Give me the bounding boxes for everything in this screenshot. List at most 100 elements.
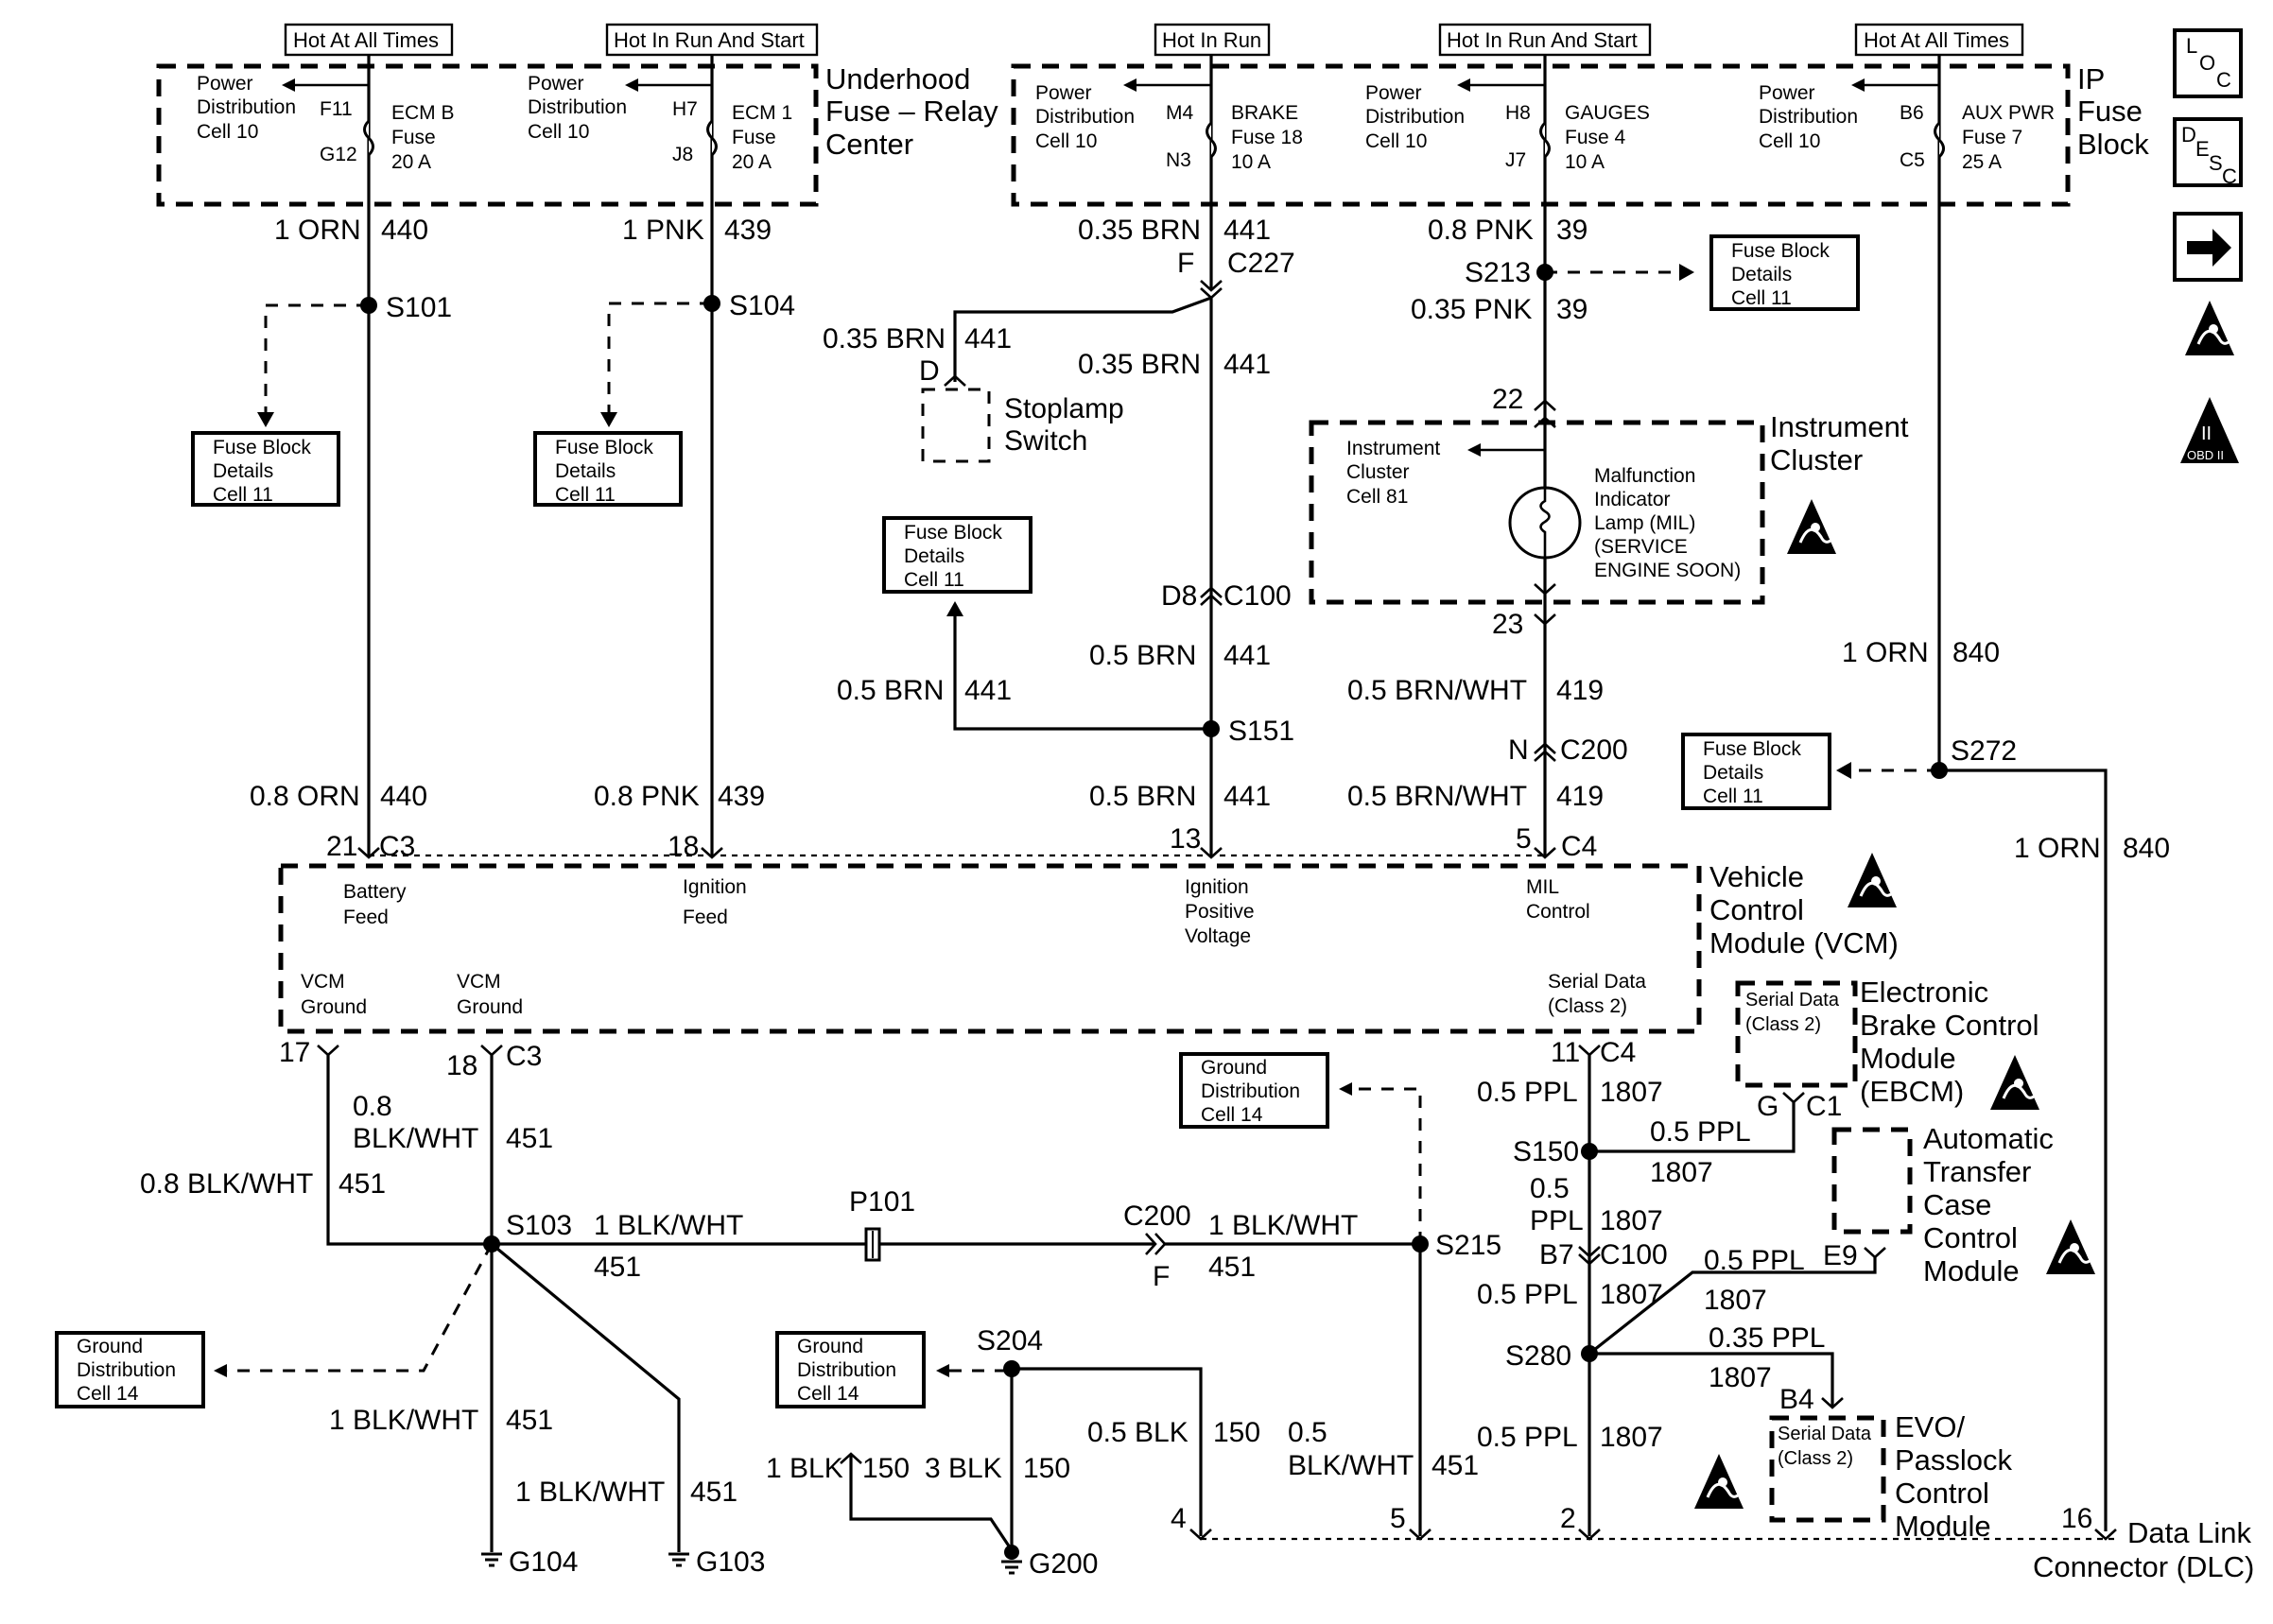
mil-label: Indicator [1594,489,1671,510]
wire-label: 840 [1952,637,2000,668]
esd-warning-icon [1692,1452,1745,1511]
splice-label: S215 [1435,1230,1501,1261]
wire-label: 451 [338,1168,386,1200]
wire-label: BLK/WHT [1288,1450,1414,1481]
dlc-title: Data Link [2127,1516,2251,1549]
vcm-title: Control [1709,893,1804,926]
mil-label: (SERVICE [1594,536,1688,558]
wire-label: 439 [718,781,765,812]
evo-passlock-control-module: B4 Serial Data (Class 2) EVO/ Passlock C… [1692,1384,2013,1543]
ground-distribution-ref[interactable] [775,1331,926,1408]
connector-pin: D8 [1161,580,1197,612]
vcm-pin-label: MIL [1526,876,1559,898]
vcm-pin-label: Ground [457,996,523,1018]
ref-label: Cell 11 [1731,287,1792,309]
pin-label: G12 [320,144,357,165]
vcm-pin-label: Ignition [1185,876,1249,898]
fuse-block-details-ref[interactable] [1709,234,1860,311]
desc-icon[interactable] [2173,117,2243,187]
connector-pin: 23 [1492,609,1523,640]
pd-label: Cell 10 [1365,130,1427,152]
atc-title: Control [1923,1221,2018,1254]
wire-label: 39 [1556,215,1588,246]
fuse-symbol [1934,121,1945,159]
wire-label: 0.35 BRN [1078,349,1201,380]
pd-label: Distribution [1759,106,1858,128]
ref-label: Cell 14 [797,1383,859,1405]
ground-distribution-ref[interactable] [1179,1052,1329,1129]
ebcm-pin-label: Serial Data [1745,990,1840,1011]
wire-label: 1807 [1600,1077,1663,1108]
ref-label: Cell 11 [555,484,616,506]
header-hot-run-start-2: Hot In Run And Start [1447,28,1638,52]
ref-label: Cell 14 [1201,1104,1263,1126]
ground-g103 [667,1552,691,1567]
ebcm-title: Module [1860,1042,1956,1075]
connector-label: C227 [1227,248,1295,279]
ground-distribution-ref[interactable] [55,1331,205,1408]
underhood-title-2: Fuse – Relay [825,95,998,128]
ground-g200 [999,1560,1024,1575]
vcm-pin-label: Feed [343,907,389,928]
wire-label: 0.8 BLK/WHT [140,1168,313,1200]
connector-pin: 5 [1390,1503,1406,1534]
wire-label: 150 [1023,1453,1070,1484]
ebcm-module: Serial Data (Class 2) Electronic Brake C… [1735,976,2041,1122]
connector-pin: B7 [1539,1239,1574,1270]
connector-label: C1 [1806,1091,1842,1122]
splice-label: S280 [1505,1340,1571,1372]
underhood-fuse-relay-center: Underhood Fuse – Relay Center Power Dist… [156,62,998,207]
obd-ii-icon: II OBD II [2180,397,2239,463]
wire-label: 0.5 [1288,1417,1327,1448]
wire-label: 1807 [1709,1362,1772,1393]
pd-label: Power [528,73,584,95]
mil-label: ENGINE SOON) [1594,560,1741,581]
fuse-block-details-ref[interactable] [882,516,1032,594]
evo-title: EVO/ [1895,1410,1965,1443]
pd-label: Cell 10 [1759,130,1820,152]
pin-label: J8 [672,144,693,165]
vcm-pin-label: Serial Data [1548,971,1646,993]
fuse-symbol [363,119,374,157]
fuse-symbol [1539,121,1551,159]
pd-label: Distribution [197,96,296,118]
ground-label: G103 [696,1546,765,1578]
fuse-block-details-ref[interactable] [1681,733,1831,810]
fuse-symbol [1206,121,1217,159]
ref-label: Fuse Block [904,522,1002,544]
wire-label: 1807 [1704,1285,1767,1316]
fuse-name: BRAKE [1231,102,1298,124]
wire-label: 1807 [1600,1422,1663,1453]
cluster-ref: Cell 81 [1346,486,1408,508]
fuse-block-details-ref[interactable] [191,431,340,507]
ref-label: Fuse Block [555,437,653,458]
desc-letter: E [2195,137,2210,161]
vcm-pin-label: Voltage [1185,925,1251,947]
fuse-name: AUX PWR [1962,102,2055,124]
connector-pin: G [1757,1091,1778,1122]
loc-icon[interactable] [2173,28,2243,98]
fuse-block-details-ref[interactable] [533,431,683,507]
desc-letter: D [2181,123,2196,147]
power-headers: Hot At All Times Hot In Run And Start Ho… [284,23,2024,57]
connector-label: P101 [849,1186,915,1218]
evo-pin-label: Serial Data [1778,1424,1872,1444]
ref-label: Details [1703,762,1763,784]
vcm-pin-label: Ignition [683,876,747,898]
connector-pin: 5 [1516,823,1532,855]
vcm-pin-label: Battery [343,881,407,903]
obd-ii-label: OBD II [2187,448,2224,462]
pd-label: Distribution [1365,106,1465,128]
pd-label: Power [1035,82,1092,104]
cluster-ref: Cluster [1346,461,1410,483]
atc-title: Case [1923,1188,1991,1221]
ip-fuse-title-3: Block [2077,128,2149,161]
wire-label: 1807 [1650,1157,1713,1188]
connector-pin: E9 [1823,1240,1858,1271]
ref-label: Distribution [1201,1080,1300,1102]
stoplamp-switch [921,388,991,463]
wire-label: 0.35 PNK [1411,294,1532,325]
pd-label: Power [197,73,253,95]
wire-label: 150 [862,1453,910,1484]
